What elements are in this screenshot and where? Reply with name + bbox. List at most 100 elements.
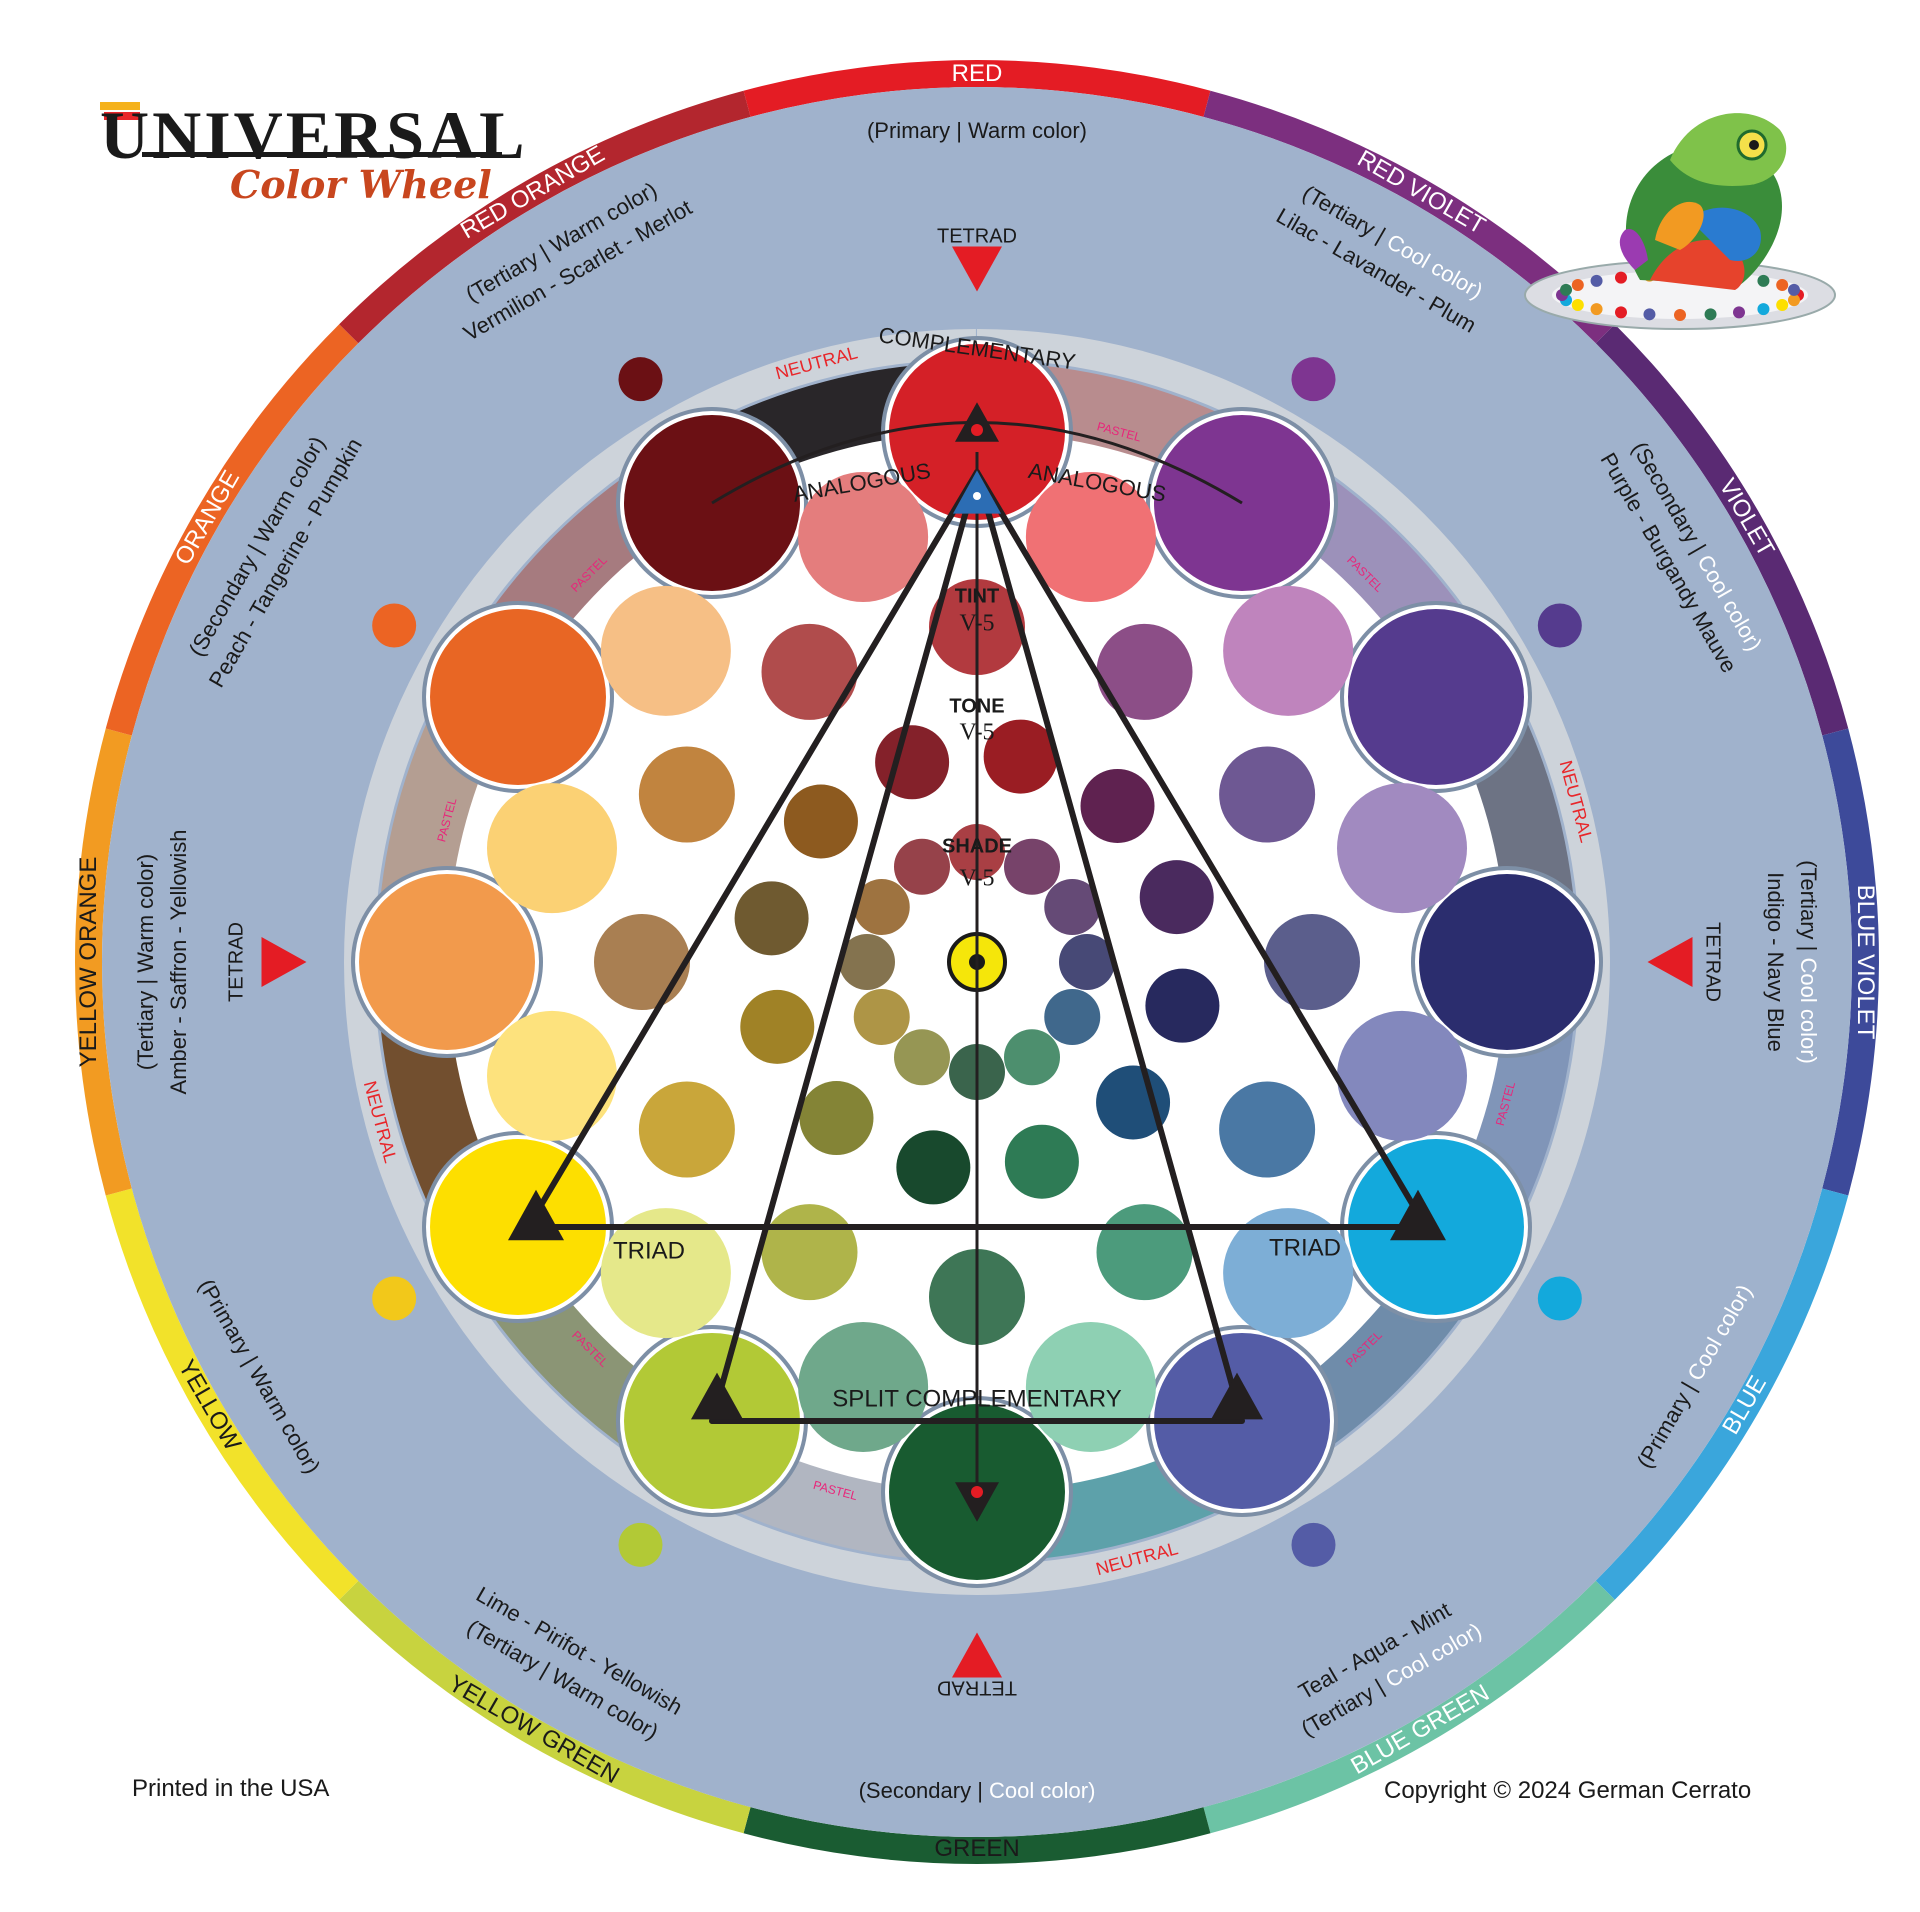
chameleon-illustration — [1524, 113, 1836, 330]
tetrad-label-right: TETRAD — [1702, 922, 1724, 1002]
swatch-deep-red-violet — [1004, 838, 1060, 895]
complementary-bottom-marker — [955, 1482, 999, 1522]
triad-marker-right — [1389, 1189, 1446, 1241]
chameleon-plate-dot — [1643, 308, 1656, 321]
swatch-tone-yellow — [638, 1081, 735, 1178]
split-marker-right — [1211, 1372, 1263, 1420]
swatch-tone-red-orange — [761, 623, 858, 720]
chameleon-plate-dot — [1571, 279, 1584, 291]
logo-subtitle: Color Wheel — [230, 162, 492, 207]
band-segment-yellow-orange — [75, 728, 132, 1196]
swatch-deep-orange — [853, 879, 910, 935]
segment-name-group-red: RED — [952, 60, 1003, 87]
swatch-tint-yellow — [486, 1010, 617, 1141]
swatch-tone-yellow-orange — [594, 914, 690, 1010]
segment-name-group-yellow-orange: YELLOW ORANGE — [75, 857, 102, 1068]
swatch-deep-blue-violet — [1059, 934, 1115, 990]
swatch-shade-green — [896, 1130, 971, 1205]
band-segment-yellow — [105, 1188, 359, 1600]
ring-ornament-6 — [1291, 1522, 1336, 1567]
chameleon-plate-dot — [1615, 306, 1627, 319]
analogous-marker-dot — [973, 492, 981, 500]
segment-class-group-yellow-orange: (Tertiary | Warm color)Amber - Saffron -… — [133, 830, 191, 1095]
chameleon-plate-dot — [1674, 309, 1686, 321]
swatch-shade-blue-green — [1004, 1124, 1079, 1199]
swatch-tone-violet — [1219, 746, 1316, 843]
swatch-deep-yellow-orange — [839, 934, 895, 990]
chameleon-plate-dot — [1757, 274, 1770, 287]
band-segment-green — [743, 1807, 1211, 1865]
swatch-tint-yellow-green — [600, 1208, 731, 1339]
segment-name-green: GREEN — [934, 1835, 1019, 1862]
segment-class-red: (Primary | Warm color) — [867, 118, 1087, 143]
swatch-tint-red-orange — [798, 471, 929, 602]
printed-note: Printed in the USA — [132, 1775, 330, 1802]
band-segment-blue-green — [1203, 1580, 1615, 1834]
swatch-deep-yellow-green — [894, 1029, 950, 1086]
swatch-shade-red-violet — [1080, 768, 1155, 843]
swatch-tone-blue-green — [1096, 1204, 1193, 1301]
logo-stripe-red — [104, 112, 140, 120]
swatch-pure-yellow-orange — [359, 874, 535, 1050]
chameleon-plate-dot — [1615, 271, 1627, 284]
copyright-note: Copyright © 2024 German Cerrato — [1384, 1777, 1752, 1804]
segment-examples-blue-violet: Indigo - Navy Blue — [1763, 872, 1788, 1052]
swatch-tint-orange — [600, 585, 731, 716]
swatch-tint-blue-violet — [1337, 1010, 1468, 1141]
swatch-pure-orange — [430, 609, 607, 785]
tone-value: V-5 — [959, 720, 994, 746]
segment-class-blue-violet: (Tertiary | Cool color) — [1796, 860, 1821, 1064]
shade-label: SHADE — [942, 835, 1012, 857]
triad-label-left: TRIAD — [613, 1237, 685, 1264]
swatch-tone-red-violet — [1096, 623, 1193, 720]
ring-ornament-5 — [1537, 1276, 1582, 1321]
swatch-shade-yellow-green — [799, 1081, 874, 1156]
swatch-tone-blue-violet — [1264, 914, 1360, 1010]
swatch-shade-red — [983, 719, 1058, 794]
complementary-bottom-dot — [971, 1486, 983, 1498]
tetrad-marker-0 — [952, 246, 1002, 292]
swatch-shade-blue-violet — [1145, 968, 1220, 1043]
segment-name-red: RED — [952, 60, 1003, 87]
split-complementary-label: SPLIT COMPLEMENTARY — [832, 1385, 1121, 1412]
tint-label: TINT — [955, 585, 999, 607]
swatch-deep-blue — [1044, 989, 1101, 1045]
tetrad-label-bottom: TETRAD — [937, 1677, 1017, 1699]
band-segment-orange — [105, 324, 359, 736]
chameleon-plate-dot — [1704, 308, 1717, 321]
triad-label-right: TRIAD — [1269, 1234, 1341, 1261]
segment-name-yellow-orange: YELLOW ORANGE — [75, 857, 102, 1068]
swatch-deep-violet — [1044, 879, 1101, 935]
tetrad-label-top: TETRAD — [937, 225, 1017, 247]
shade-value: V-5 — [959, 866, 994, 892]
tone-label: TONE — [949, 695, 1004, 717]
chameleon-plate-dot — [1571, 299, 1584, 311]
band-segment-yellow-green — [339, 1580, 751, 1834]
logo: UNIVERSAL Color Wheel — [100, 96, 525, 207]
chameleon-plate-dot — [1757, 303, 1770, 316]
ring-ornament-3 — [372, 603, 417, 648]
chameleon-plate-dot — [1590, 274, 1603, 287]
segment-examples-yellow-orange: Amber - Saffron - Yellowish — [166, 830, 191, 1095]
logo-stripe-yellow — [100, 102, 140, 110]
band-segment-blue — [1595, 1188, 1849, 1600]
swatch-shade-yellow-orange — [734, 881, 809, 956]
tetrad-marker-1 — [1647, 937, 1693, 987]
chameleon-plate-dot — [1776, 279, 1789, 291]
triad-marker-left — [508, 1189, 565, 1241]
chameleon-plate-dot — [1590, 303, 1603, 316]
tetrad-label-left: TETRAD — [225, 922, 247, 1002]
band-segment-blue-violet — [1822, 728, 1879, 1196]
chameleon-plate-dot — [1787, 283, 1800, 296]
band-segment-red-orange — [339, 90, 751, 344]
swatch-pure-blue-violet — [1419, 874, 1595, 1050]
swatch-tint-red-violet — [1223, 585, 1354, 716]
chameleon-plate-dot — [1733, 306, 1745, 319]
segment-name-group-green: GREEN — [934, 1835, 1019, 1862]
segment-class-group-red: (Primary | Warm color) — [867, 118, 1087, 143]
logo-title: UNIVERSAL — [100, 97, 528, 173]
complementary-marker-dot — [971, 424, 983, 436]
chameleon-plate-dot — [1787, 294, 1800, 307]
